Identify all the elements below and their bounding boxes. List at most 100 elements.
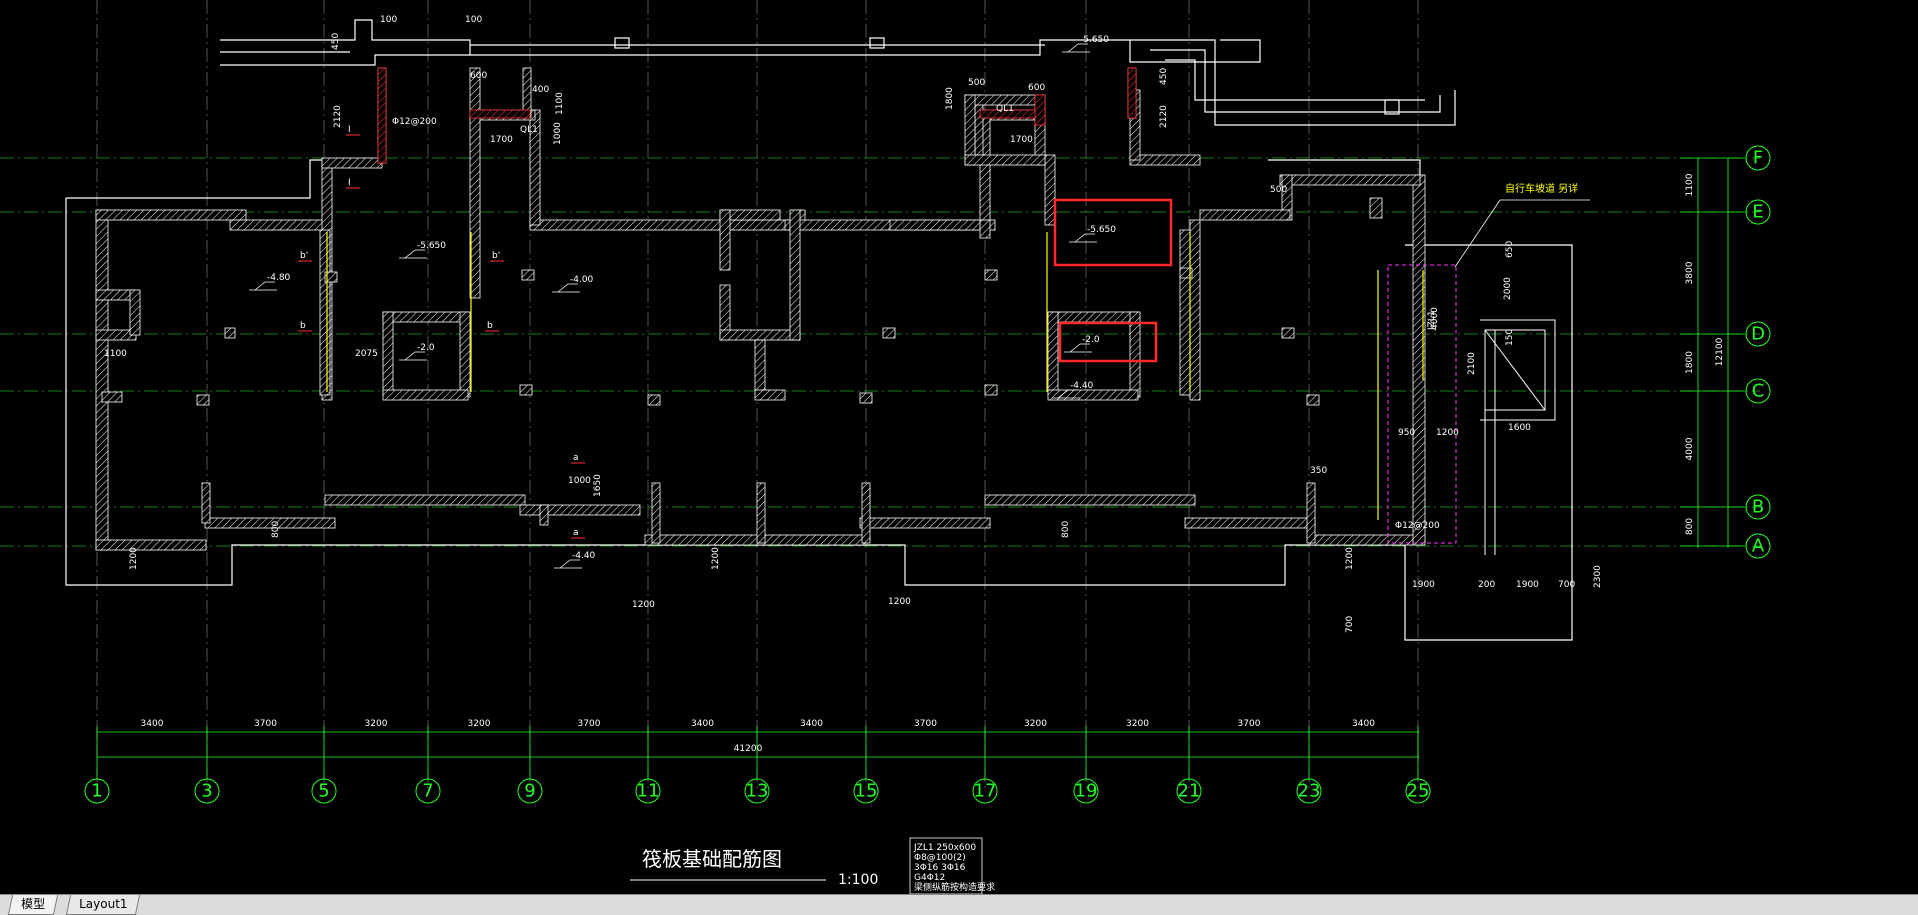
dim-d350: 350 <box>1310 466 1327 476</box>
right-dim-2: 1800 <box>1685 351 1695 374</box>
dim-d1200b: 1200 <box>632 600 655 610</box>
level-label-bottom: -4.40 <box>572 551 596 561</box>
legend-line-0: JZL1 250x600 <box>913 843 976 853</box>
level-label-top_right: -5.650 <box>1080 35 1109 45</box>
axis-bubble-7 <box>415 778 441 804</box>
bay-dim-6: 3400 <box>800 719 823 729</box>
dim-d800b: 800 <box>1061 521 1071 538</box>
dim-d500a: 500 <box>968 78 985 88</box>
axis-label-B: B <box>1752 497 1764 518</box>
red-hatch-walls <box>377 67 1137 164</box>
dim-d1600: 1600 <box>1508 423 1531 433</box>
axis-bubble-F <box>1745 145 1771 171</box>
axis-label-1: 1 <box>91 781 102 802</box>
axis-bubble-19 <box>1073 778 1099 804</box>
tab-model[interactable]: 模型 <box>7 895 59 915</box>
dim-d1700a: 1700 <box>490 135 513 145</box>
axis-label-F: F <box>1753 148 1763 169</box>
dim-d700b: 700 <box>1345 616 1355 633</box>
bay-dim-7: 3700 <box>914 719 937 729</box>
section-mark-4: a <box>573 453 579 463</box>
section-mark-6: I <box>348 125 351 135</box>
dim-d1900a: 1900 <box>1412 580 1435 590</box>
dim-d450b: 450 <box>1159 68 1169 85</box>
dim-d1100: 1100 <box>555 92 565 115</box>
axis-label-25: 25 <box>1407 781 1430 802</box>
axis-bubble-D <box>1745 321 1771 347</box>
concrete-walls <box>95 67 1426 551</box>
dim-d2120b: 2120 <box>1159 105 1169 128</box>
level-markers: -5.650-4.80-5.650-4.00-2.0-5.650-2.0-4.4… <box>249 35 1116 569</box>
axis-bubble-A <box>1745 533 1771 559</box>
legend-line-4: 梁侧纵筋按构造要求 <box>914 881 995 893</box>
right-total-dimension: 12100 <box>1715 337 1725 366</box>
note-label: 自行车坡道 另详 <box>1505 182 1578 195</box>
section-mark-0: b' <box>300 251 308 261</box>
level-symbol-ramp <box>1057 389 1078 399</box>
legend-line-2: 3Φ16 3Φ16 <box>914 863 966 873</box>
axis-label-19: 19 <box>1075 781 1098 802</box>
dim-d1100b: 1100 <box>104 349 127 359</box>
cad-viewport[interactable]: 自行车坡道 另详 -5.650-4.80-5.650-4.00-2.0-5.65… <box>0 0 1918 894</box>
level-symbol-area3 <box>557 283 578 293</box>
axis-bubble-25 <box>1405 778 1431 804</box>
axis-bubble-C <box>1745 378 1771 404</box>
magenta-ramp-box <box>1387 264 1457 544</box>
drawing-title: 筏板基础配筋图 <box>642 847 782 871</box>
right-dimension-chain <box>1697 158 1729 548</box>
tab-layout1[interactable]: Layout1 <box>65 895 141 915</box>
dim-d800a: 800 <box>271 521 281 538</box>
dim-d4000: 4000 <box>1430 307 1440 330</box>
dim-d2100: 2100 <box>1467 352 1477 375</box>
level-label-ramp: -4.40 <box>1070 381 1094 391</box>
section-mark-1: b' <box>492 251 500 261</box>
axis-grid-lines <box>0 0 1760 790</box>
bay-dim-8: 3200 <box>1024 719 1047 729</box>
level-label-left_area: -4.80 <box>267 273 291 283</box>
axis-label-13: 13 <box>746 781 769 802</box>
axis-bubble-B <box>1745 494 1771 520</box>
level-symbol-pit_left <box>404 351 425 361</box>
bay-dim-10: 3700 <box>1238 719 1261 729</box>
rebar-tag-1: Φ12@200 <box>392 117 437 127</box>
axis-label-A: A <box>1752 536 1765 557</box>
bay-dim-2: 3200 <box>365 719 388 729</box>
axis-label-15: 15 <box>855 781 878 802</box>
red-highlight-boxes <box>1053 198 1173 363</box>
elevator-pit <box>1480 319 1556 555</box>
dim-d700a: 700 <box>1558 580 1575 590</box>
axis-label-D: D <box>1751 324 1765 345</box>
dim-d100a: 100 <box>380 15 397 25</box>
axis-label-E: E <box>1752 202 1763 223</box>
level-label-area3: -4.00 <box>570 275 594 285</box>
axis-label-23: 23 <box>1298 781 1321 802</box>
dim-d650: 650 <box>1505 241 1515 258</box>
level-symbol-red_box_2 <box>1069 343 1090 353</box>
level-label-area2: -5.650 <box>417 241 446 251</box>
rebar-tag-2: Φ12@200 <box>1395 521 1440 531</box>
dim-d600a: 600 <box>470 71 487 81</box>
dim-d500b: 500 <box>1270 185 1287 195</box>
axis-label-7: 7 <box>422 781 433 802</box>
note-leader <box>1454 199 1590 268</box>
axis-bubble-23 <box>1296 778 1322 804</box>
level-label-red_box_1: -5.650 <box>1087 225 1116 235</box>
level-symbol-red_box_1 <box>1074 233 1095 243</box>
axis-bubble-1 <box>84 778 110 804</box>
dim-d2075: 2075 <box>355 349 378 359</box>
dim-d400: 400 <box>532 85 549 95</box>
dim-d1000a: 1000 <box>553 122 563 145</box>
yellow-lines <box>326 232 1424 520</box>
axis-bubble-15 <box>853 778 879 804</box>
bay-dim-5: 3400 <box>691 719 714 729</box>
tab-layout1-label: Layout1 <box>79 897 128 911</box>
level-symbol-bottom <box>559 559 580 569</box>
section-mark-3: b <box>487 321 493 331</box>
axis-bubble-21 <box>1176 778 1202 804</box>
dim-d1200f: 1200 <box>1436 428 1459 438</box>
dim-d150: 150 <box>1505 329 1515 346</box>
bay-dim-9: 3200 <box>1126 719 1149 729</box>
